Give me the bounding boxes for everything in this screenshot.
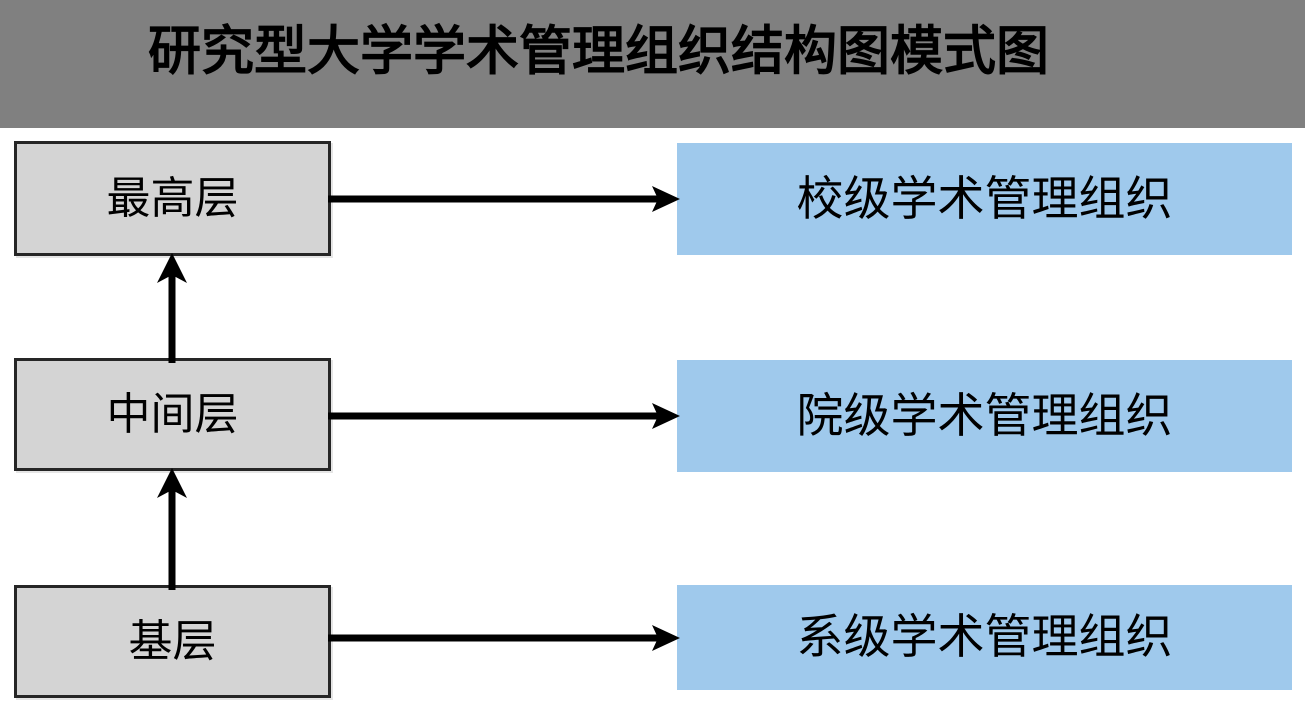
diagram-canvas: 最高层 中间层 基层 校级学术管理组织 院级学术管理组织 系级学术管理组织 [0,128,1305,716]
level-box-top-label: 最高层 [106,172,239,224]
arrow-up-base-to-middle-icon [157,468,187,590]
level-box-middle[interactable]: 中间层 [14,358,331,471]
org-box-college[interactable]: 院级学术管理组织 [677,360,1292,472]
org-box-university-label: 校级学术管理组织 [796,171,1173,227]
org-box-department[interactable]: 系级学术管理组织 [677,585,1292,690]
level-box-middle-label: 中间层 [106,388,239,440]
arrow-right-base-icon [328,625,680,651]
org-box-university[interactable]: 校级学术管理组织 [677,143,1292,255]
arrow-right-top-icon [328,186,680,212]
arrow-up-middle-to-top-icon [157,253,187,363]
level-box-base[interactable]: 基层 [14,585,331,698]
page-title: 研究型大学学术管理组织结构图模式图 [148,21,1049,82]
title-banner: 研究型大学学术管理组织结构图模式图 [0,0,1305,128]
level-box-base-label: 基层 [128,615,217,667]
org-box-college-label: 院级学术管理组织 [796,388,1173,444]
arrow-right-middle-icon [328,403,680,429]
level-box-top[interactable]: 最高层 [14,141,331,256]
org-box-department-label: 系级学术管理组织 [796,610,1173,665]
